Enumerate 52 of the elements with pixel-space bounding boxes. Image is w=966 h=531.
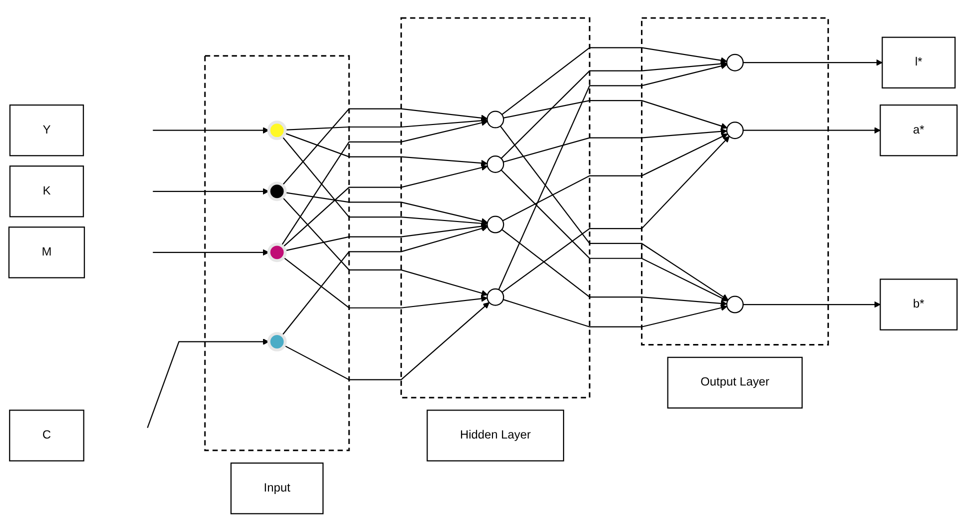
arrow (503, 128, 728, 162)
arrow (503, 100, 728, 129)
arrow (284, 132, 488, 166)
node-box: C (9, 409, 84, 462)
arrow (502, 133, 728, 221)
node-box: M (8, 226, 85, 278)
arrow (284, 302, 490, 380)
arrow (502, 46, 728, 115)
node-box: Input (230, 462, 324, 514)
node-box: Hidden Layer (426, 409, 564, 462)
arrow (152, 188, 270, 194)
node-circle (726, 295, 744, 313)
node-circle (486, 215, 504, 233)
arrow (282, 196, 488, 296)
node-circle (486, 155, 504, 173)
node-circle (726, 54, 744, 72)
arrow (500, 169, 728, 301)
arrow (743, 300, 881, 308)
arrow (282, 136, 488, 226)
cluster (640, 16, 829, 346)
arrow (285, 192, 488, 224)
arrow (146, 338, 270, 428)
arrow (281, 119, 488, 246)
arrow (282, 164, 488, 248)
node-box: b* (880, 278, 958, 330)
arrow (285, 117, 488, 130)
arrow (282, 224, 488, 336)
node-box: a* (880, 104, 958, 156)
node-box: K (9, 165, 84, 217)
node-circle (726, 121, 744, 139)
node-box: l* (882, 36, 956, 88)
arrow (743, 126, 881, 134)
arrow (743, 59, 883, 66)
node-box: Output Layer (667, 356, 803, 408)
arrow (283, 256, 488, 308)
arrow (152, 248, 270, 256)
arrow (152, 126, 270, 134)
arrow (502, 228, 728, 306)
cluster (204, 54, 350, 451)
node-circle (486, 110, 504, 128)
arrow (500, 60, 728, 159)
arrow (498, 62, 728, 290)
node-box: Y (9, 104, 84, 156)
arrow (503, 298, 728, 328)
node-circle (267, 332, 287, 352)
arrow (284, 222, 488, 251)
arrow (282, 108, 488, 186)
node-circle (486, 288, 504, 306)
cluster (400, 16, 590, 398)
node-circle (267, 181, 287, 201)
node-circle (267, 120, 287, 140)
node-circle (267, 242, 287, 262)
